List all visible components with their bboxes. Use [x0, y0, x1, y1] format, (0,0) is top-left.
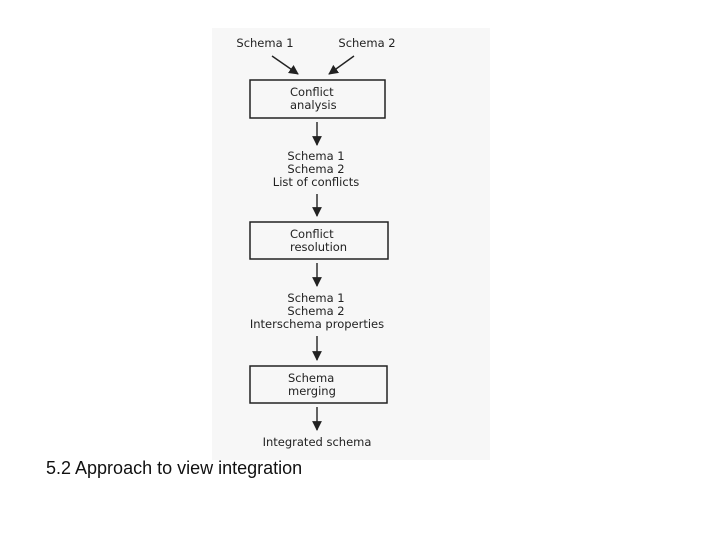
input-schema-2-arrow	[328, 55, 355, 75]
figure-caption: 5.2 Approach to view integration	[46, 458, 303, 478]
input-schema-1-label: Schema 1	[236, 36, 293, 50]
input-schema-1-arrow	[271, 55, 299, 75]
schema-merging-box	[249, 365, 388, 404]
conflict-analysis-line-1: Conflict	[290, 85, 334, 99]
conflict-resolution-line-2: resolution	[290, 240, 347, 254]
step2-output-schema-2: Schema 2	[287, 304, 344, 318]
scanned-figure-background	[212, 28, 490, 460]
input-schema-2-label: Schema 2	[338, 36, 395, 50]
integrated-schema-label: Integrated schema	[263, 435, 372, 449]
step1-output-schema-2: Schema 2	[287, 162, 344, 176]
conflict-analysis-box	[249, 79, 386, 119]
conflict-resolution-box	[249, 221, 389, 260]
conflict-analysis-line-2: analysis	[290, 98, 337, 112]
schema-merging-line-1: Schema	[288, 371, 334, 385]
schema-merging-line-2: merging	[288, 384, 336, 398]
conflict-resolution-line-1: Conflict	[290, 227, 334, 241]
step2-output-interschema-properties: Interschema properties	[250, 317, 384, 331]
step2-output-schema-1: Schema 1	[287, 291, 344, 305]
step1-output-schema-1: Schema 1	[287, 149, 344, 163]
step1-output-list-of-conflicts: List of conflicts	[273, 175, 359, 189]
